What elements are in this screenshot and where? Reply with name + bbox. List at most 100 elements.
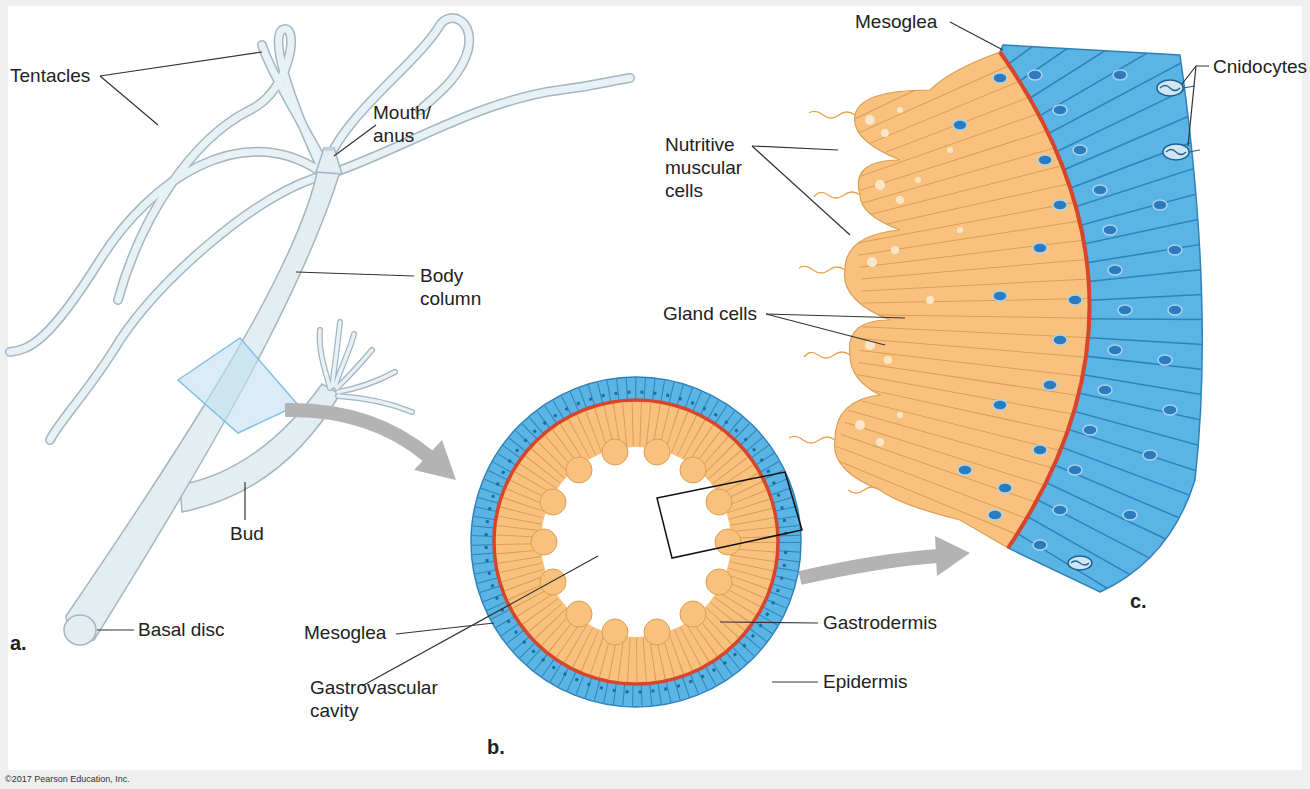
mesoglea-layer — [1000, 52, 1090, 548]
nucleus — [1038, 155, 1052, 165]
vacuole — [875, 180, 885, 190]
leader-line — [97, 629, 134, 630]
food-vacuoles — [855, 107, 963, 446]
fold — [531, 529, 557, 555]
leader-lines — [97, 22, 1209, 686]
fold — [680, 601, 706, 627]
panel-letter: a. — [10, 632, 27, 655]
panel-letter: c. — [1130, 590, 1147, 613]
leader-line — [296, 272, 414, 276]
fold — [602, 439, 628, 465]
nucleus — [998, 483, 1012, 493]
cnidocil — [1189, 150, 1200, 152]
part-label: Gastrodermis — [823, 611, 937, 634]
tentacle — [335, 78, 630, 172]
nucleus — [1068, 465, 1082, 475]
leader-line — [720, 622, 818, 623]
nucleus — [1108, 265, 1122, 275]
nucleus — [1028, 70, 1042, 80]
part-label: Basal disc — [138, 618, 225, 641]
leader-line — [334, 125, 376, 156]
part-label: Gland cells — [663, 302, 757, 325]
gastrodermis-nuclei — [953, 73, 1082, 520]
nucleus — [1053, 505, 1067, 515]
part-label: Mesoglea — [304, 621, 386, 644]
vacuole — [957, 227, 963, 233]
part-label: Nutritive muscular cells — [665, 133, 760, 202]
mouth-opening — [324, 147, 334, 151]
panel-letter: b. — [487, 736, 505, 759]
hypostome — [316, 148, 342, 174]
nucleus — [993, 400, 1007, 410]
leader-line — [396, 623, 494, 634]
nucleus — [1043, 380, 1057, 390]
nucleus — [1033, 540, 1047, 550]
gastrodermis-cell-walls — [518, 424, 754, 660]
vacuole — [865, 115, 875, 125]
vacuole — [867, 257, 877, 267]
flagellum — [799, 266, 845, 273]
nucleus — [1098, 385, 1112, 395]
coiled-thread — [1166, 150, 1186, 155]
nucleus — [1053, 200, 1067, 210]
leader-line — [244, 482, 245, 520]
basal-disc — [64, 615, 96, 645]
nucleus — [958, 465, 972, 475]
copyright-note: ©2017 Pearson Education, Inc. — [5, 774, 130, 785]
nucleus — [1103, 225, 1117, 235]
flagellum — [804, 352, 850, 358]
gastrodermis-folds — [531, 439, 741, 645]
vacuole — [855, 420, 865, 430]
fold — [540, 489, 566, 515]
vacuole — [876, 438, 884, 446]
fold — [715, 529, 741, 555]
bud-tentacle — [320, 330, 330, 388]
vacuole — [897, 412, 903, 418]
fold — [644, 619, 670, 645]
flagellum — [789, 436, 835, 443]
nucleus — [1143, 450, 1157, 460]
vacuole — [915, 177, 921, 183]
fold — [680, 457, 706, 483]
gastrovascular-cavity — [541, 447, 731, 637]
vacuole — [926, 296, 934, 304]
nucleus — [993, 73, 1007, 83]
tentacle — [262, 45, 322, 160]
flagellum — [848, 487, 880, 493]
vacuole — [884, 356, 892, 364]
leader-line — [766, 314, 905, 318]
fold — [644, 439, 670, 465]
vacuole — [947, 147, 953, 153]
part-label: Body column — [420, 264, 495, 310]
vacuole — [897, 107, 903, 113]
coiled-thread — [1071, 561, 1089, 565]
nucleus — [1168, 305, 1182, 315]
leader-line — [752, 146, 838, 150]
fold — [602, 619, 628, 645]
zoom-arrow — [800, 556, 938, 578]
nucleus — [1168, 245, 1182, 255]
nucleus — [1158, 355, 1172, 365]
bud-tentacle — [320, 330, 330, 388]
leader-line — [1188, 66, 1196, 146]
part-label: Gastrovascular cavity — [310, 676, 460, 722]
part-label: Mesoglea — [855, 10, 937, 33]
nucleus — [953, 120, 967, 130]
hydra-illustration — [10, 18, 630, 645]
gastrodermis-ring — [494, 400, 778, 684]
cross-section — [471, 377, 802, 707]
part-label: Mouth/ anus — [373, 101, 433, 147]
nematocyst — [1068, 556, 1092, 570]
epidermis-nuclei — [486, 392, 786, 692]
nucleus — [988, 510, 1002, 520]
bud-tentacle — [338, 372, 395, 392]
fold — [706, 569, 732, 595]
gastrodermis-cell-walls — [940, 40, 1013, 560]
leader-line — [772, 681, 818, 682]
fold — [540, 569, 566, 595]
nucleus — [1153, 200, 1167, 210]
flagella — [789, 111, 880, 493]
part-label: Epidermis — [823, 670, 907, 693]
nucleus — [1033, 445, 1047, 455]
